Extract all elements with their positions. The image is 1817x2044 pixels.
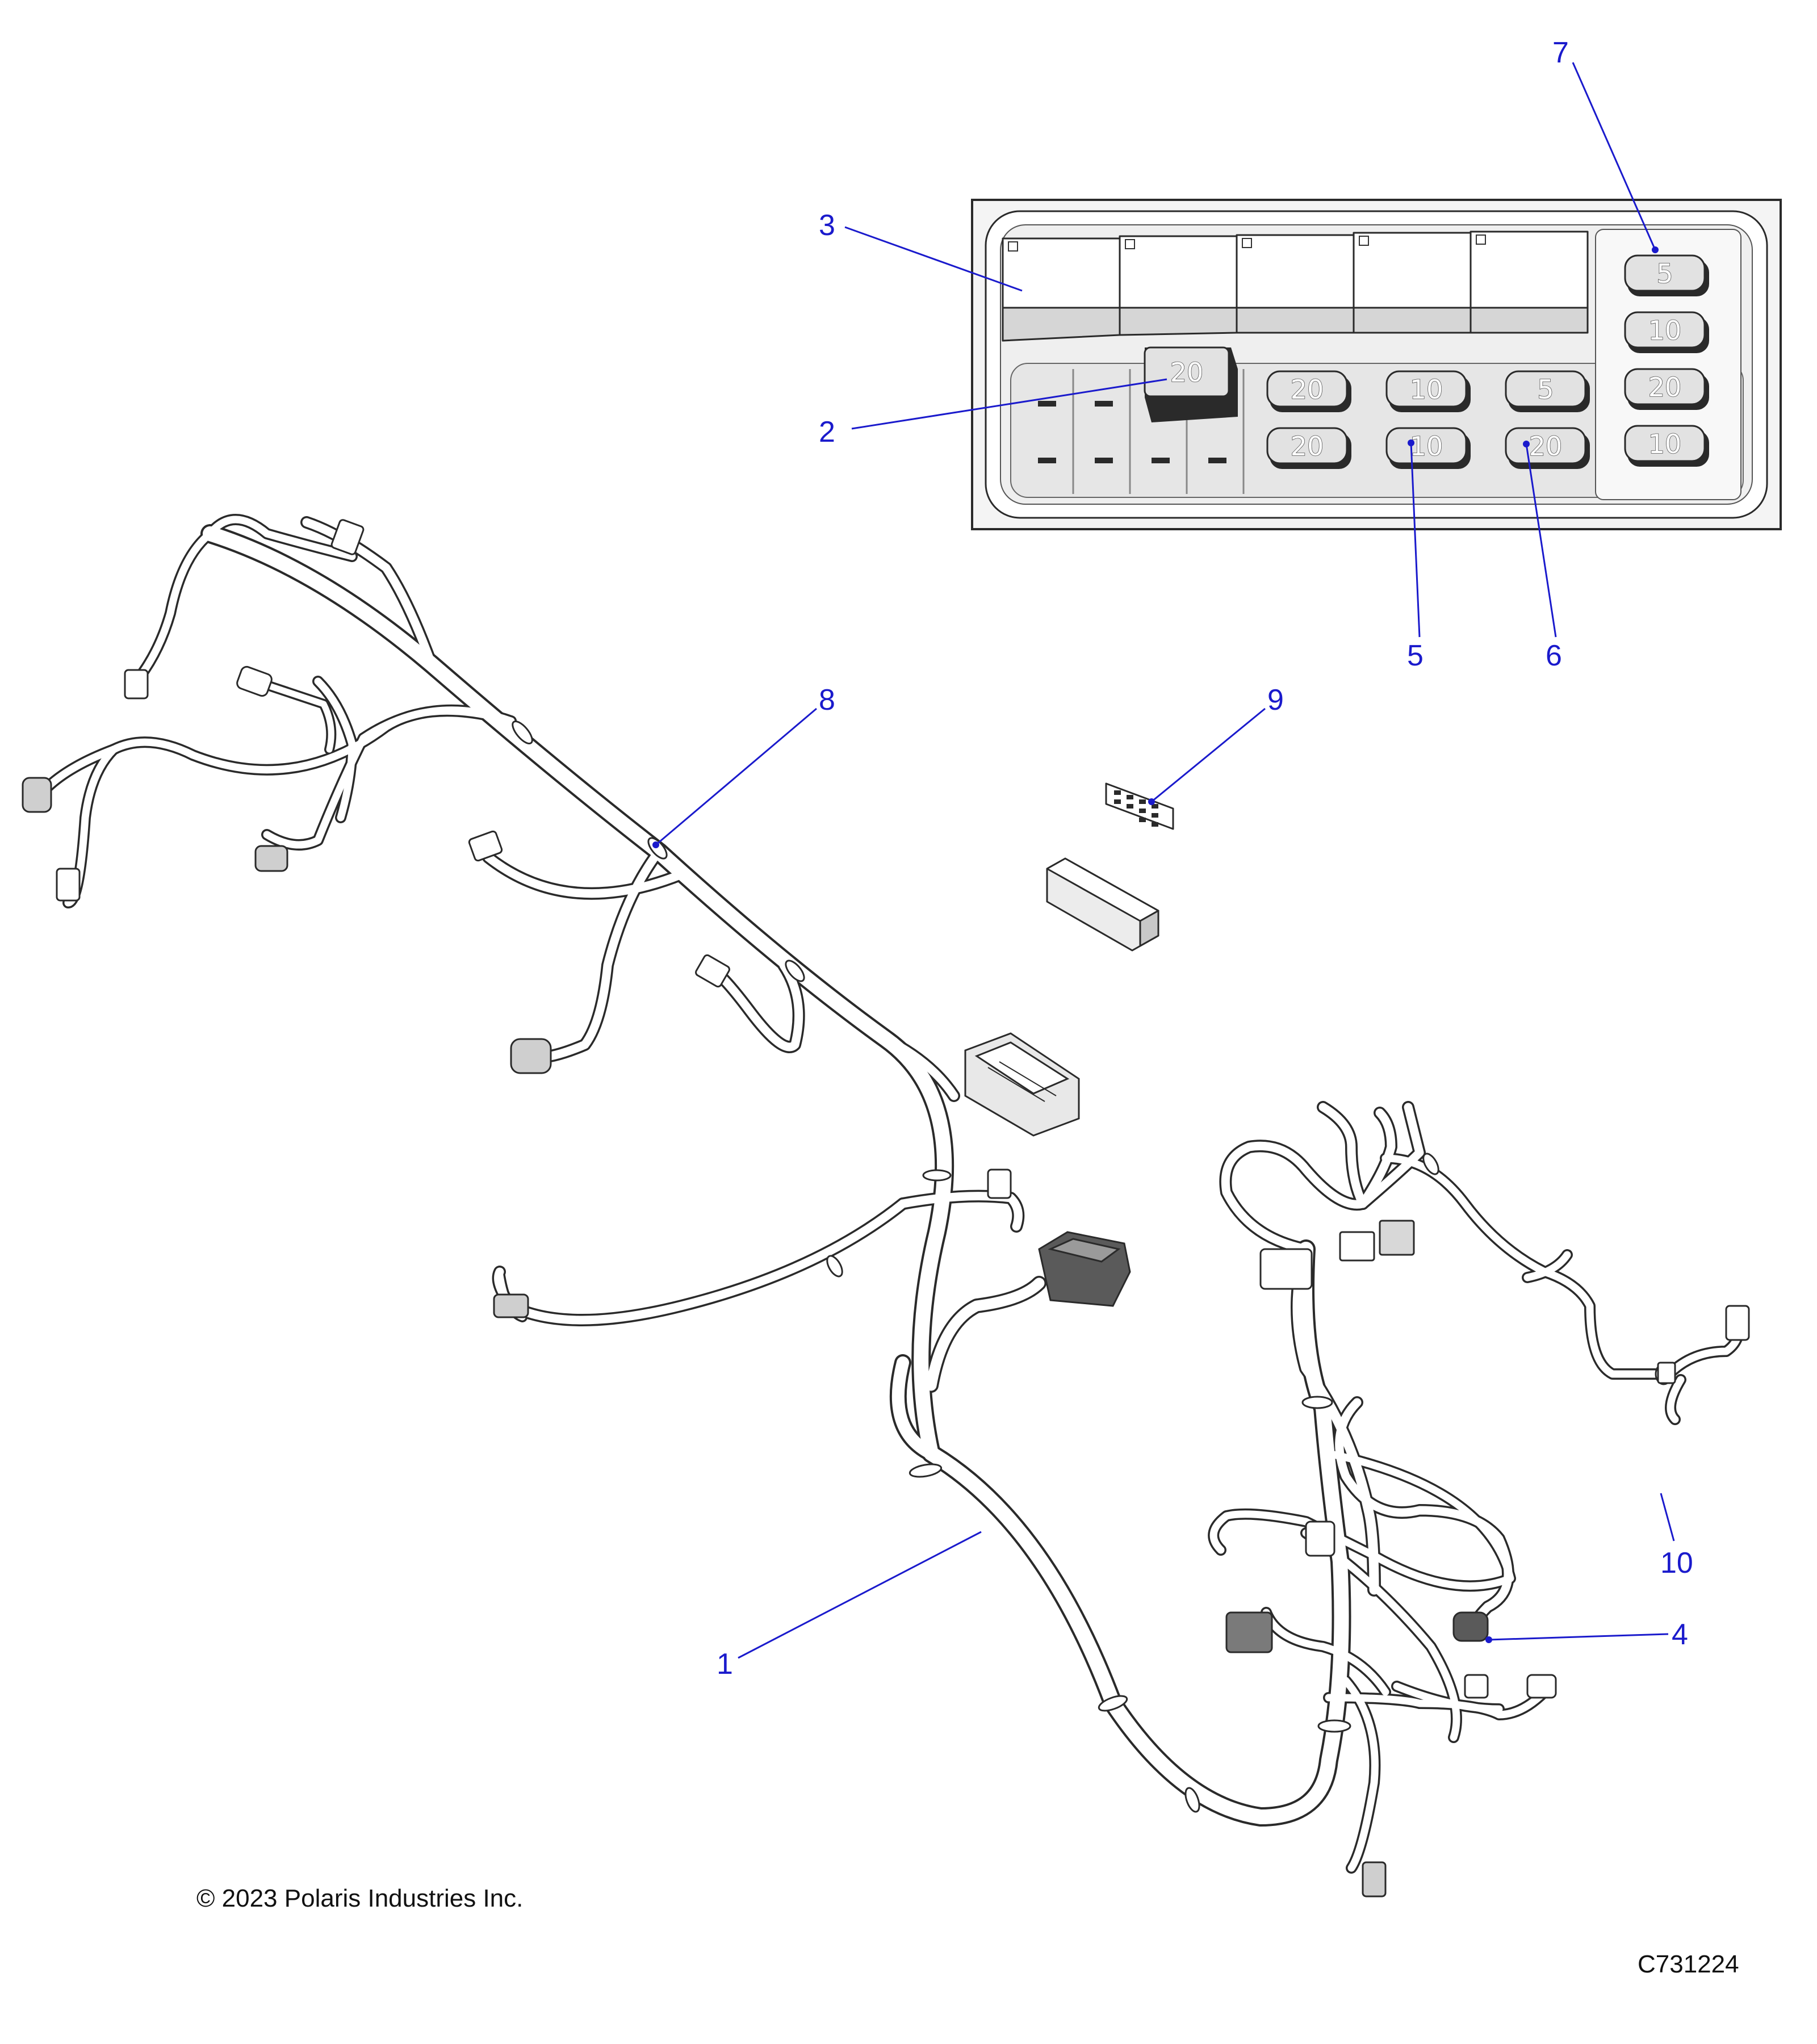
fuse-right-4: 10: [1624, 425, 1709, 467]
fuse-value: 5: [1537, 374, 1554, 405]
fuse-box-cover: [1046, 857, 1159, 952]
callout-1: 1: [717, 1648, 733, 1681]
relay: [1469, 231, 1589, 334]
fuse-right-3: 20: [1624, 368, 1709, 410]
fuse-relay-row: 20: [1144, 346, 1238, 422]
relay: [1002, 237, 1121, 342]
fuse-right-2: 10: [1624, 311, 1709, 353]
connector-block: [964, 1032, 1080, 1137]
fuse-middle-bottom-1: 20: [1266, 427, 1351, 469]
fuse-value: 20: [1291, 431, 1324, 462]
relay: [1353, 232, 1472, 334]
fuse-value: 10: [1410, 374, 1443, 405]
callout-5: 5: [1407, 639, 1424, 672]
fuse-right-1: 5: [1624, 254, 1709, 296]
callout-3: 3: [819, 209, 835, 242]
fuse-middle-top-3: 5: [1505, 370, 1590, 412]
wiring-harness: [22, 514, 1750, 1898]
fuse-middle-bottom-2: 10: [1385, 427, 1471, 469]
fuse-value: 20: [1170, 357, 1204, 388]
callout-10: 10: [1660, 1547, 1693, 1580]
fuse-value: 20: [1291, 374, 1324, 405]
callout-8: 8: [819, 684, 835, 717]
callout-6: 6: [1546, 639, 1562, 672]
fuse-box: 20 20 10 5 20 10: [971, 199, 1782, 530]
fuse-value: 10: [1410, 431, 1443, 462]
callout-4: 4: [1672, 1618, 1688, 1651]
fuse-value: 5: [1656, 258, 1673, 289]
figure-code: C731224: [1638, 1950, 1739, 1978]
fuse-value: 20: [1648, 372, 1682, 403]
relay-group: [1002, 231, 1589, 342]
fuse-middle-bottom-3: 20: [1505, 427, 1590, 469]
leader-lines: [652, 62, 1675, 1659]
callout-2: 2: [819, 416, 835, 449]
copyright-text: © 2023 Polaris Industries Inc.: [196, 1884, 523, 1912]
callout-7: 7: [1552, 36, 1569, 69]
fuse-value: 20: [1529, 431, 1563, 462]
fuse-middle-top-2: 10: [1385, 370, 1471, 412]
callout-labels: 1 2 3 4 5 6 7 8 9 10: [717, 36, 1693, 1681]
harness-connectors: [22, 519, 1750, 1898]
relay: [1236, 234, 1355, 334]
terminal-slots: [1038, 369, 1245, 494]
fuse-middle-top-1: 20: [1266, 370, 1351, 412]
callout-9: 9: [1267, 684, 1284, 717]
fuse-value: 10: [1648, 315, 1682, 346]
fuse-label-sticker: [1105, 782, 1174, 830]
fuse-value: 10: [1648, 429, 1682, 459]
relay: [1119, 235, 1238, 336]
connector-ecu: [1038, 1231, 1131, 1307]
